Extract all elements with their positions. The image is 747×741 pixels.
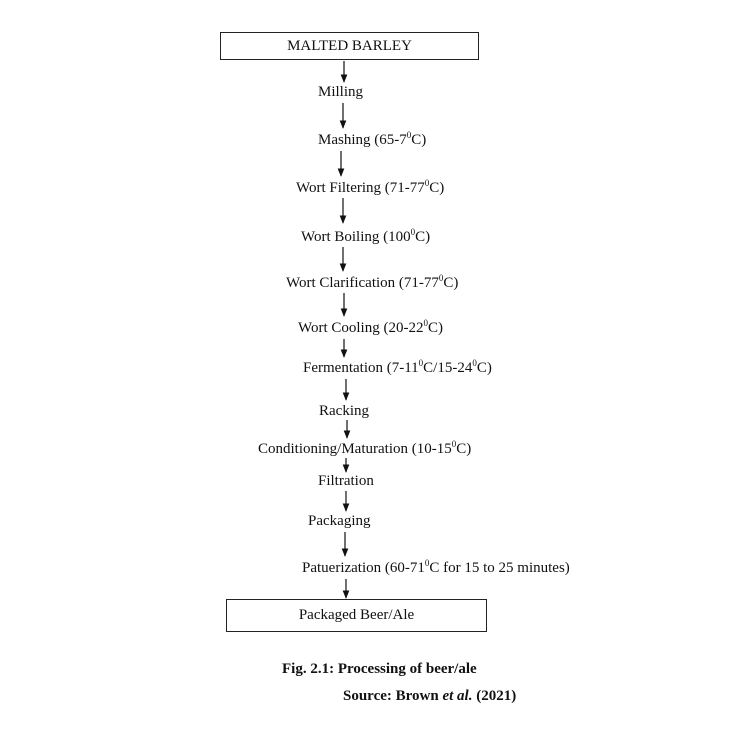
start-label: MALTED BARLEY	[287, 37, 412, 54]
step-wort-clarification: Wort Clarification (71-770C)	[286, 273, 459, 292]
end-label: Packaged Beer/Ale	[298, 607, 415, 623]
start-box: MALTED BARLEY	[220, 32, 479, 60]
step-mashing: Mashing (65-70C)	[318, 130, 427, 149]
step-conditioning: Conditioning/Maturation (10-150C)	[258, 439, 472, 458]
step-pasteurization: Patuerization (60-710C for 15 to 25 minu…	[302, 558, 570, 577]
figure-caption: Fig. 2.1: Processing of beer/ale	[282, 661, 477, 677]
step-wort-filtering: Wort Filtering (71-770C)	[296, 178, 445, 197]
step-packaging: Packaging	[308, 513, 371, 529]
end-box: Packaged Beer/Ale	[226, 599, 487, 632]
source-caption: Source: Brown et al. (2021)	[343, 688, 517, 704]
step-wort-boiling: Wort Boiling (1000C)	[301, 227, 431, 246]
step-filtration: Filtration	[318, 473, 374, 489]
step-wort-cooling: Wort Cooling (20-220C)	[298, 318, 443, 337]
step-milling-label: Milling	[318, 84, 364, 100]
step-fermentation: Fermentation (7-110C/15-240C)	[303, 358, 492, 377]
step-milling: Milling	[318, 83, 363, 101]
step-racking: Racking	[319, 403, 369, 419]
